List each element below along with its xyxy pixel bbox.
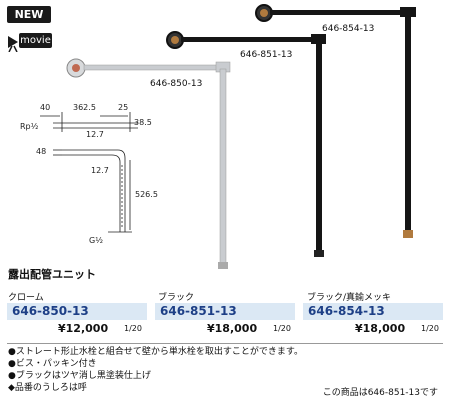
variant-name-black: ブラック (158, 293, 195, 303)
product-illustration (40, 4, 416, 269)
price-851: ¥18,000 (207, 322, 258, 335)
movie-label: movie (19, 33, 52, 48)
price-850: ¥12,000 (58, 322, 109, 335)
dim-526-5: 526.5 (135, 190, 158, 199)
dim-38-5: 38.5 (134, 118, 152, 127)
dim-12-7-side: 12.7 (91, 166, 109, 175)
divider (7, 343, 443, 344)
feature-1: ●ストレート形止水栓と組合せて壁から単水栓を取出すことができます。 (8, 347, 303, 357)
unit-854: 1/20 (421, 324, 439, 333)
dim-rp: Rp½ (20, 122, 39, 131)
code-row-851: 646-851-13 (155, 303, 295, 320)
dim-g: G½ (89, 236, 103, 245)
feature-3: ●ブラックはツヤ消し黒塗装仕上げ (8, 371, 151, 381)
variant-name-chrome: クローム (8, 293, 44, 303)
dim-12-7-top: 12.7 (86, 130, 104, 139)
price-854: ¥18,000 (355, 322, 406, 335)
dim-362-5: 362.5 (73, 103, 96, 112)
code-854-suffix: -13 (363, 304, 385, 318)
dim-40: 40 (40, 103, 51, 112)
label-646-850: 646-850-13 (150, 79, 203, 89)
unit-850: 1/20 (124, 324, 142, 333)
dim-25: 25 (118, 103, 129, 112)
dimension-drawing (40, 112, 138, 233)
variant-name-black-brass: ブラック/真鍮メッキ (307, 293, 392, 303)
product-title: 露出配管ユニット (8, 268, 96, 281)
code-854: 646-854 (308, 304, 364, 318)
code-row-854: 646-854-13 (303, 303, 443, 320)
dim-48: 48 (36, 147, 47, 156)
feature-2: ●ビス・パッキン付き (8, 359, 97, 369)
pipe-854-illustration (255, 4, 416, 238)
product-note: この商品は646-851-13です (322, 388, 438, 398)
code-row-850: 646-850-13 (7, 303, 147, 320)
new-badge: NEW (7, 6, 51, 23)
feature-4: ◆品番のうしろは呼 (8, 383, 87, 393)
label-646-851: 646-851-13 (240, 50, 293, 60)
camera-icon (8, 36, 18, 52)
unit-851: 1/20 (273, 324, 291, 333)
code-851-suffix: -13 (215, 304, 237, 318)
movie-badge[interactable] (6, 32, 52, 54)
pipe-851-illustration (166, 31, 326, 257)
label-646-854: 646-854-13 (322, 24, 375, 34)
code-850: 646-850 (12, 304, 68, 318)
pipe-850-illustration (66, 58, 231, 269)
code-850-suffix: -13 (67, 304, 89, 318)
code-851: 646-851 (160, 304, 216, 318)
